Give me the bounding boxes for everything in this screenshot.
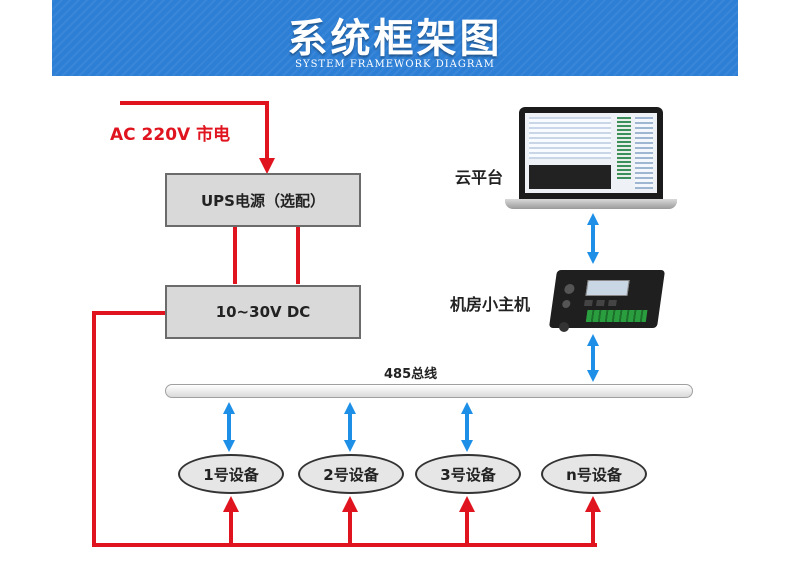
device-n-label: n号设备 xyxy=(566,465,622,484)
dc-power-label: 10~30V DC xyxy=(215,303,311,321)
device-n: n号设备 xyxy=(541,454,647,494)
host-label: 机房小主机 xyxy=(450,295,531,314)
dc-distribution-line xyxy=(92,311,597,547)
ups-power-label: UPS电源（选配） xyxy=(201,191,325,210)
device-2-label: 2号设备 xyxy=(323,465,379,484)
device-3-label: 3号设备 xyxy=(440,465,496,484)
device-2: 2号设备 xyxy=(298,454,404,494)
host-device-image xyxy=(548,266,666,336)
ups-power-box: UPS电源（选配） xyxy=(165,173,361,227)
bus-label: 485总线 xyxy=(384,367,438,382)
laptop-image xyxy=(505,107,677,211)
title-banner: 系统框架图 SYSTEM FRAMEWORK DIAGRAM xyxy=(52,0,738,76)
dc-power-box: 10~30V DC xyxy=(165,285,361,339)
device-1: 1号设备 xyxy=(178,454,284,494)
ac-mains-label: AC 220V 市电 xyxy=(110,125,231,145)
cloud-platform-label: 云平台 xyxy=(455,168,504,187)
device-3: 3号设备 xyxy=(415,454,521,494)
device-1-label: 1号设备 xyxy=(203,465,259,484)
banner-subtitle: SYSTEM FRAMEWORK DIAGRAM xyxy=(295,59,495,70)
rs485-bus xyxy=(165,384,693,398)
banner-title: 系统框架图 xyxy=(287,16,503,62)
ac-feed-line xyxy=(120,101,275,174)
